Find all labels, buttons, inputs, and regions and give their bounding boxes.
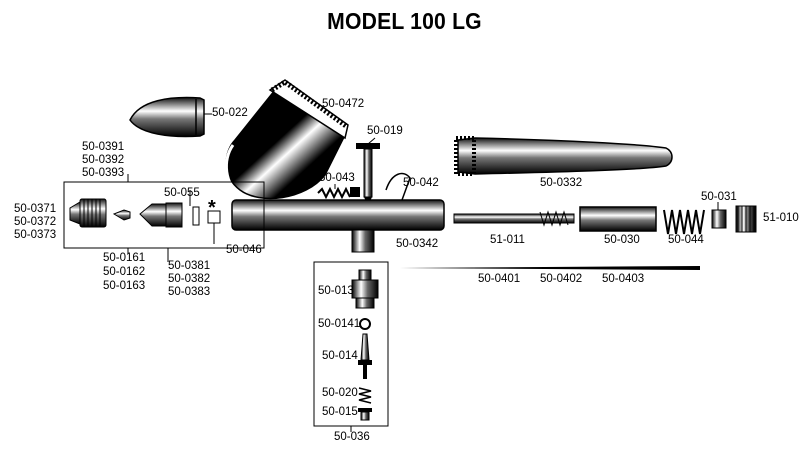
part-label: 50-036	[334, 431, 370, 443]
part-label: 50-0372	[14, 216, 57, 228]
part-label: 50-014	[322, 350, 358, 362]
part-label: 50-0161	[103, 252, 146, 264]
trigger-screw-part	[317, 186, 360, 200]
part-label: 50-0332	[540, 177, 583, 189]
part-label: 50-0371	[14, 203, 57, 215]
part-label: 50-0391	[82, 141, 125, 153]
marker-asterisk: *	[208, 197, 216, 219]
cup-lid-part	[129, 96, 205, 138]
part-label: 50-0141	[318, 318, 361, 330]
nozzle-tip-part	[112, 209, 131, 221]
part-label: 50-030	[604, 234, 640, 246]
part-label: 50-0472	[322, 98, 365, 110]
part-label: 50-0402	[540, 273, 583, 285]
part-label: 50-0373	[14, 229, 57, 241]
needle-spring-part	[663, 209, 705, 235]
airbrush-body-part	[231, 199, 445, 253]
valve-spring-part	[358, 387, 372, 404]
part-label: 50-022	[212, 107, 248, 119]
part-label: 50-042	[403, 177, 439, 189]
part-label: 50-019	[367, 125, 403, 137]
part-label: 50-0382	[168, 273, 211, 285]
air-valve-group-box	[313, 261, 389, 432]
diagram-title: MODEL 100 LG	[327, 8, 482, 34]
nozzle-cap-part	[139, 202, 183, 228]
part-label: 50-013	[318, 285, 354, 297]
air-valve-body-part	[351, 269, 379, 309]
needle-chucking-nut-part	[735, 205, 757, 233]
nozzle-group-box	[63, 174, 265, 262]
part-label: 50-0401	[478, 273, 521, 285]
part-label: 50-0383	[168, 286, 211, 298]
needle-part	[400, 266, 700, 270]
valve-stem-part	[358, 333, 372, 379]
part-label: 50-043	[319, 172, 355, 184]
part-label: 50-044	[668, 234, 704, 246]
part-label: 50-055	[164, 187, 200, 199]
head-washer-part	[192, 206, 200, 226]
part-label: 50-0403	[602, 273, 645, 285]
part-label: 51-011	[490, 234, 525, 246]
part-label: 50-031	[701, 191, 737, 203]
handle-part	[454, 136, 673, 176]
part-label: 50-020	[322, 387, 358, 399]
part-label: 50-0381	[168, 260, 211, 272]
leader-line	[367, 137, 376, 145]
part-label: 50-0342	[396, 238, 439, 250]
part-label: 50-0163	[103, 280, 146, 292]
needle-cap-part	[69, 198, 107, 228]
part-label: 50-046	[226, 244, 262, 256]
lever-spring-part	[385, 172, 411, 201]
part-label: 50-0392	[82, 154, 125, 166]
part-label: 50-0393	[82, 167, 125, 179]
part-label: 50-015	[322, 406, 358, 418]
part-label: 51-010	[763, 212, 799, 224]
needle-chucking-guide-part	[453, 210, 575, 227]
part-label: 50-0162	[103, 266, 146, 278]
valve-o-ring-part	[359, 318, 371, 330]
valve-screw-part	[358, 408, 372, 421]
spring-guide-nut-part	[711, 209, 727, 229]
color-cup-part	[224, 78, 349, 200]
spring-guide-part	[579, 206, 657, 232]
